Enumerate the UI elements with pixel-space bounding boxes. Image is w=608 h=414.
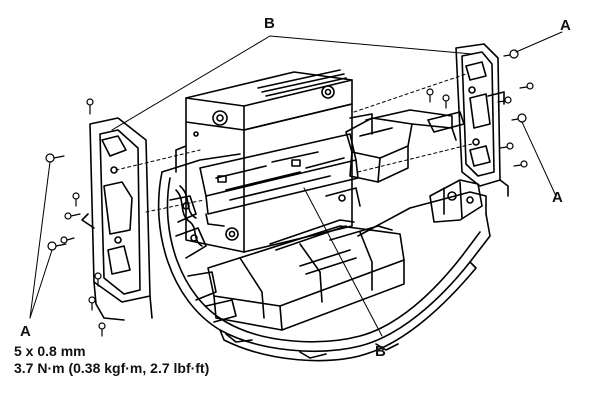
leader-lines (29, 31, 563, 337)
console-housing (157, 153, 491, 362)
bolt-size-spec: 5 x 0.8 mm (14, 343, 86, 359)
audio-unit (175, 69, 373, 253)
rear-duct (345, 109, 457, 183)
callout-b-bottom: B (375, 343, 386, 360)
callout-b-top: B (264, 15, 275, 32)
left-bracket (81, 117, 153, 321)
right-bracket (427, 43, 509, 197)
callout-a-top-right: A (560, 17, 571, 34)
callout-a-right: A (552, 189, 563, 206)
callout-a-bottom-left: A (20, 323, 31, 340)
torque-spec: 3.7 N·m (0.38 kgf·m, 2.7 lbf·ft) (14, 360, 210, 376)
